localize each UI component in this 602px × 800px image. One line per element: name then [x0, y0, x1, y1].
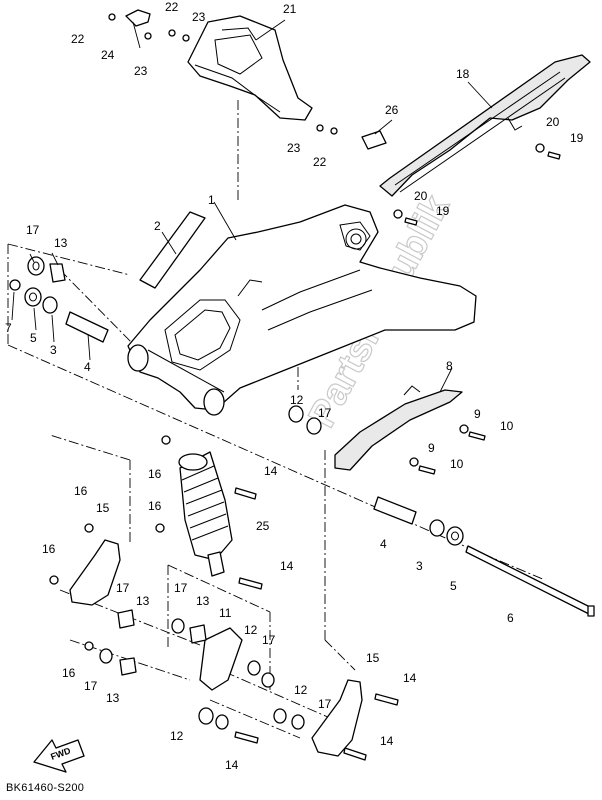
- callout-14: 14: [264, 464, 278, 478]
- rear-shock-absorber-part: [178, 451, 233, 577]
- callout-11: 11: [219, 606, 232, 620]
- chain-guard-part: [379, 54, 591, 197]
- upper-chain-guard-part: [187, 15, 313, 121]
- callout-3: 3: [416, 559, 423, 573]
- callout-17: 17: [84, 679, 98, 693]
- callout-14: 14: [403, 671, 417, 685]
- callout-16: 16: [148, 467, 162, 481]
- pivot-right-stack: [373, 496, 595, 617]
- callout-10: 10: [500, 419, 514, 433]
- connecting-rod-part: [199, 627, 243, 691]
- callout-8: 8: [446, 359, 453, 373]
- leader-lines: [11, 19, 493, 393]
- callout-7: 7: [5, 321, 12, 335]
- callout-3: 3: [50, 343, 57, 357]
- callout-19: 19: [436, 204, 450, 218]
- lower-bushings: [49, 435, 305, 730]
- callout-17: 17: [262, 633, 276, 647]
- callout-13: 13: [106, 691, 120, 705]
- swingarm-pad-part: [139, 211, 206, 289]
- callout-20: 20: [546, 115, 560, 129]
- callout-5: 5: [450, 579, 457, 593]
- callout-12: 12: [290, 393, 304, 407]
- callout-26: 26: [385, 103, 399, 117]
- fwd-arrow-icon: FWD: [33, 739, 85, 773]
- shock-bolts: [234, 487, 399, 761]
- callout-12: 12: [294, 683, 308, 697]
- callout-9: 9: [428, 441, 435, 455]
- callout-23: 23: [134, 64, 148, 78]
- callout-15: 15: [366, 651, 380, 665]
- callout-13: 13: [136, 594, 150, 608]
- callout-10: 10: [450, 457, 464, 471]
- callout-16: 16: [74, 484, 88, 498]
- callout-19: 19: [570, 131, 584, 145]
- callout-13: 13: [54, 236, 68, 250]
- callout-16: 16: [148, 499, 162, 513]
- callout-12: 12: [170, 729, 184, 743]
- guard-fasteners: [108, 9, 561, 226]
- callout-18: 18: [456, 67, 470, 81]
- callout-16: 16: [42, 542, 56, 556]
- callout-20: 20: [414, 189, 428, 203]
- callout-16: 16: [62, 666, 76, 680]
- callout-6: 6: [507, 611, 514, 625]
- swingarm-part: [127, 204, 477, 416]
- callout-4: 4: [380, 537, 387, 551]
- callout-5: 5: [30, 331, 37, 345]
- callout-22: 22: [313, 155, 327, 169]
- callout-1: 1: [208, 193, 215, 207]
- callout-25: 25: [256, 519, 270, 533]
- callout-17: 17: [116, 581, 130, 595]
- label-sticker-part: [361, 130, 387, 150]
- callout-14: 14: [225, 758, 239, 772]
- callout-22: 22: [165, 0, 179, 14]
- callout-21: 21: [283, 2, 297, 16]
- callout-17: 17: [174, 581, 188, 595]
- callout-4: 4: [84, 360, 91, 374]
- callout-13: 13: [196, 594, 210, 608]
- callout-14: 14: [380, 734, 394, 748]
- callout-17: 17: [318, 697, 332, 711]
- collar-part: [288, 405, 304, 423]
- figure-code: BK61460-S200: [6, 782, 85, 794]
- callout-12: 12: [244, 623, 258, 637]
- callout-22: 22: [71, 32, 85, 46]
- relay-arm-right-part: [311, 679, 363, 757]
- seal-part: [306, 417, 322, 435]
- callout-15: 15: [96, 501, 110, 515]
- callout-9: 9: [474, 407, 481, 421]
- callout-2: 2: [154, 219, 161, 233]
- chain-slider-part: [334, 385, 463, 471]
- callout-17: 17: [318, 406, 332, 420]
- relay-arm-left-part: [69, 539, 121, 606]
- callout-24: 24: [101, 48, 115, 62]
- callout-23: 23: [287, 141, 301, 155]
- callout-23: 23: [192, 10, 206, 24]
- callout-14: 14: [280, 559, 294, 573]
- callout-numbers: 1 2 3 3 4 4 5 5 6 7 8 9 9 10 10 11 12 12…: [5, 0, 584, 772]
- pivot-left-stack: [9, 256, 109, 343]
- callout-17: 17: [26, 223, 40, 237]
- slider-fasteners: [409, 424, 486, 475]
